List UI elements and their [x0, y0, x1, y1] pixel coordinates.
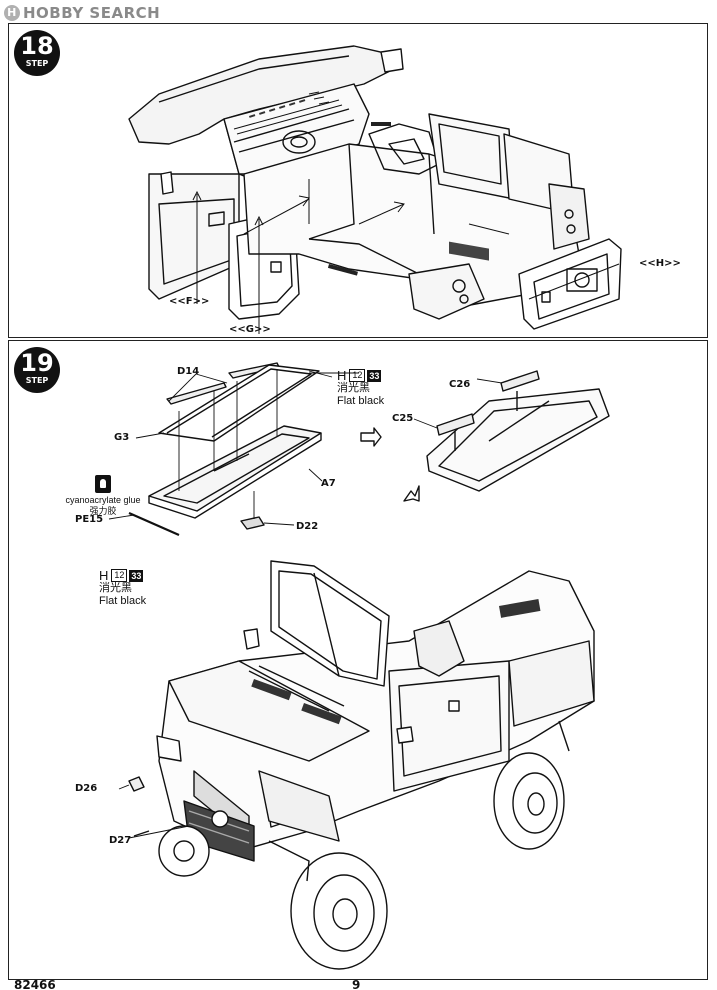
step-18-badge: 18 STEP: [14, 30, 60, 76]
paint-code-number: 12: [111, 569, 128, 582]
paint-note-1: H 12 33 消光黑 Flat black: [337, 369, 384, 408]
part-label-f: <<F>>: [169, 296, 210, 307]
step-19-badge: 19 STEP: [14, 347, 60, 393]
paint-name-cn: 消光黑: [337, 382, 370, 394]
glue-label-en: cyanoacrylate glue: [65, 495, 141, 505]
part-label-d22: D22: [296, 521, 319, 532]
step-18-number: 18: [20, 32, 54, 60]
glue-label-cn: 强力胶: [89, 506, 117, 516]
part-label-c25: C25: [392, 413, 414, 424]
paint-note-2: H 12 33 消光黑 Flat black: [99, 569, 146, 608]
paint-code-letter: H: [99, 568, 109, 583]
step-18-panel: 18 STEP: [8, 23, 708, 338]
step-18-body-interior-drawing: [128, 45, 622, 334]
step-19-number: 19: [20, 349, 54, 377]
part-label-d14: D14: [177, 366, 200, 377]
watermark-logo: H HOBBY SEARCH: [4, 3, 160, 23]
step-18-word: STEP: [25, 59, 49, 68]
part-label-d26: D26: [75, 783, 98, 794]
glue-note: cyanoacrylate glue 强力胶: [55, 475, 151, 517]
part-label-a7: A7: [321, 478, 336, 489]
hobby-search-logo-icon: H: [4, 5, 20, 21]
paint-code-number-alt: 33: [367, 369, 382, 382]
paint-code-letter: H: [337, 368, 347, 383]
paint-name-en: Flat black: [99, 595, 147, 607]
watermark-text: HOBBY SEARCH: [23, 4, 161, 22]
page-number: 9: [352, 980, 361, 990]
part-label-g: <<G>>: [229, 324, 271, 335]
part-label-c26: C26: [449, 379, 471, 390]
paint-name-cn: 消光黑: [99, 582, 132, 594]
step-19-word: STEP: [25, 376, 49, 385]
step-19-windshield-assembly-drawing: [108, 362, 610, 970]
step-19-panel: 19 STEP: [8, 340, 708, 980]
paint-code-number-alt: 33: [129, 569, 144, 582]
part-label-pe15: PE15: [75, 514, 104, 525]
catalog-number: 82466: [14, 980, 56, 990]
glue-bottle-icon: [95, 475, 111, 493]
paint-code-number: 12: [349, 369, 366, 382]
part-label-d27: D27: [109, 835, 132, 846]
part-label-h: <<H>>: [639, 258, 681, 269]
paint-name-en: Flat black: [337, 395, 385, 407]
part-label-g3: G3: [114, 432, 130, 443]
